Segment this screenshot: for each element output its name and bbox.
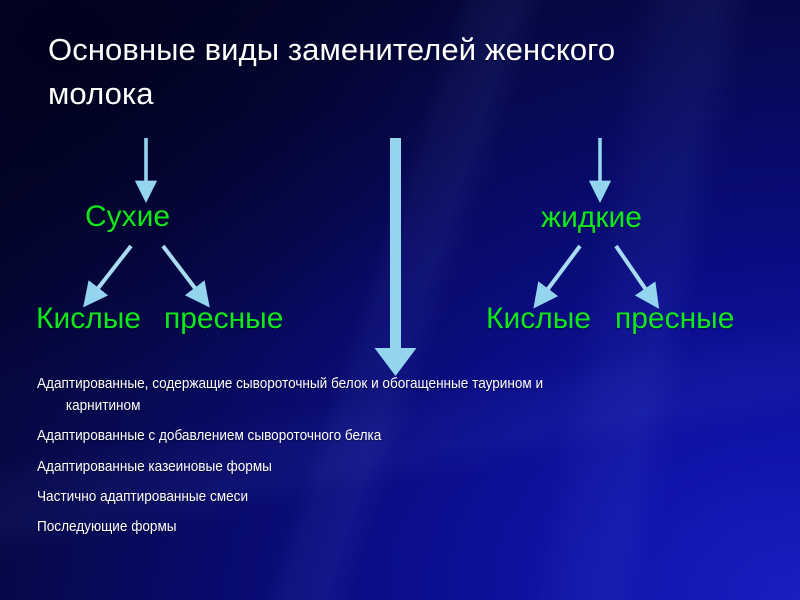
thick-down-arrow-icon (374, 138, 417, 376)
leaf-label-liquid-sweet: пресные (615, 302, 735, 335)
list-item-text-continued: карнитином (65, 398, 141, 415)
arrow-liquid-to-sour (533, 244, 582, 309)
list-item-text: Частично адаптированные смеси (37, 488, 249, 505)
leaf-label-dry-sour: Кислые (36, 302, 141, 335)
leaf-label-dry-sweet: пресные (164, 302, 284, 335)
list-item: Адаптированные казеиновые формы (37, 456, 707, 478)
bullet-list: Адаптированные, содержащие сывороточный … (37, 373, 757, 546)
list-item-text: Адаптированные с добавлением сывороточно… (37, 428, 382, 445)
arrow-dry-to-sweet (161, 244, 210, 308)
node-label-dry: Сухие (85, 200, 171, 233)
list-item-text: Адаптированные, содержащие сывороточный … (37, 376, 544, 392)
list-item: Частично адаптированные смеси (37, 486, 707, 508)
node-label-liquid: жидкие (541, 201, 642, 234)
page-title: Основные виды заменителей женского молок… (48, 32, 616, 112)
list-item: Адаптированные, содержащие сывороточный … (37, 373, 707, 417)
list-item-text: Последующие формы (37, 518, 177, 535)
list-item: Адаптированные с добавлением сывороточно… (37, 425, 707, 447)
arrow-dry-to-sour (83, 244, 133, 308)
leaf-label-liquid-sour: Кислые (486, 302, 591, 335)
list-item: Последующие формы (37, 516, 707, 538)
list-item-text: Адаптированные казеиновые формы (37, 458, 272, 475)
arrow-liquid-to-sweet (614, 244, 660, 309)
